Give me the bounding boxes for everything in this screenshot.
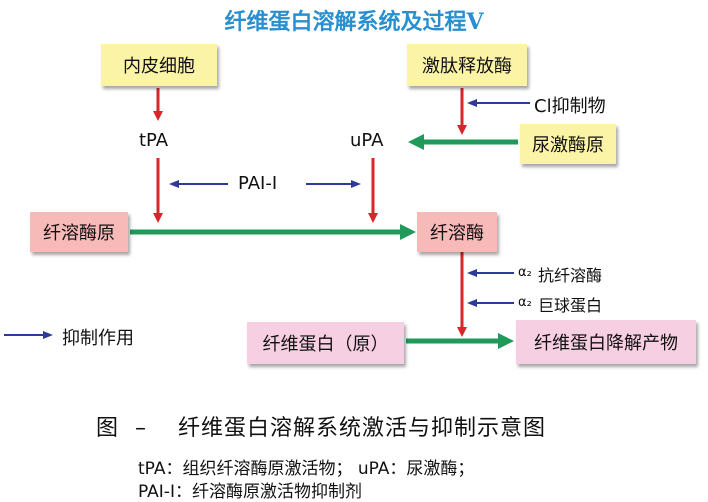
fibrin-label: 纤维蛋白（原） <box>262 334 389 355</box>
prourokinase-label: 尿激酶原 <box>532 135 604 156</box>
plasminogen-label: 纤溶酶原 <box>43 223 115 244</box>
legend-inhibition-label: 抑制作用 <box>62 328 134 349</box>
endothelial-cell-box: 内皮细胞 <box>101 44 217 86</box>
fibrin-box: 纤维蛋白（原） <box>247 322 404 364</box>
note-line-1: tPA：组织纤溶酶原激活物； uPA：尿激酶； <box>138 459 475 479</box>
macroglobulin-prefix: α₂ <box>518 295 532 310</box>
plasmin-box: 纤溶酶 <box>417 212 497 252</box>
kallikrein-label: 激肽释放酶 <box>422 56 512 77</box>
plasmin-label: 纤溶酶 <box>430 223 484 244</box>
upa-label: uPA <box>350 130 384 151</box>
plasminogen-box: 纤溶酶原 <box>30 212 128 252</box>
cl-inhibitor-label: Cl抑制物 <box>534 96 606 117</box>
antiplasmin-prefix: α₂ <box>518 265 532 280</box>
fdp-label: 纤维蛋白降解产物 <box>534 333 678 354</box>
antiplasmin-label: 抗纤溶酶 <box>538 266 603 285</box>
tpa-label: tPA <box>139 130 169 151</box>
kallikrein-box: 激肽释放酶 <box>407 44 527 86</box>
fdp-box: 纤维蛋白降解产物 <box>516 320 696 364</box>
figure-title: 纤维蛋白溶解系统激活与抑制示意图 <box>178 416 547 441</box>
figure-label: 图 – <box>96 416 147 441</box>
endothelial-cell-label: 内皮细胞 <box>123 56 195 77</box>
macroglobulin-label: 巨球蛋白 <box>538 296 603 315</box>
prourokinase-box: 尿激酶原 <box>520 124 616 164</box>
pai1-label: PAI-I <box>238 173 278 194</box>
diagram-title: 纤维蛋白溶解系统及过程V <box>224 9 484 35</box>
note-line-2: PAI-I：纤溶酶原激活物抑制剂 <box>138 482 362 502</box>
